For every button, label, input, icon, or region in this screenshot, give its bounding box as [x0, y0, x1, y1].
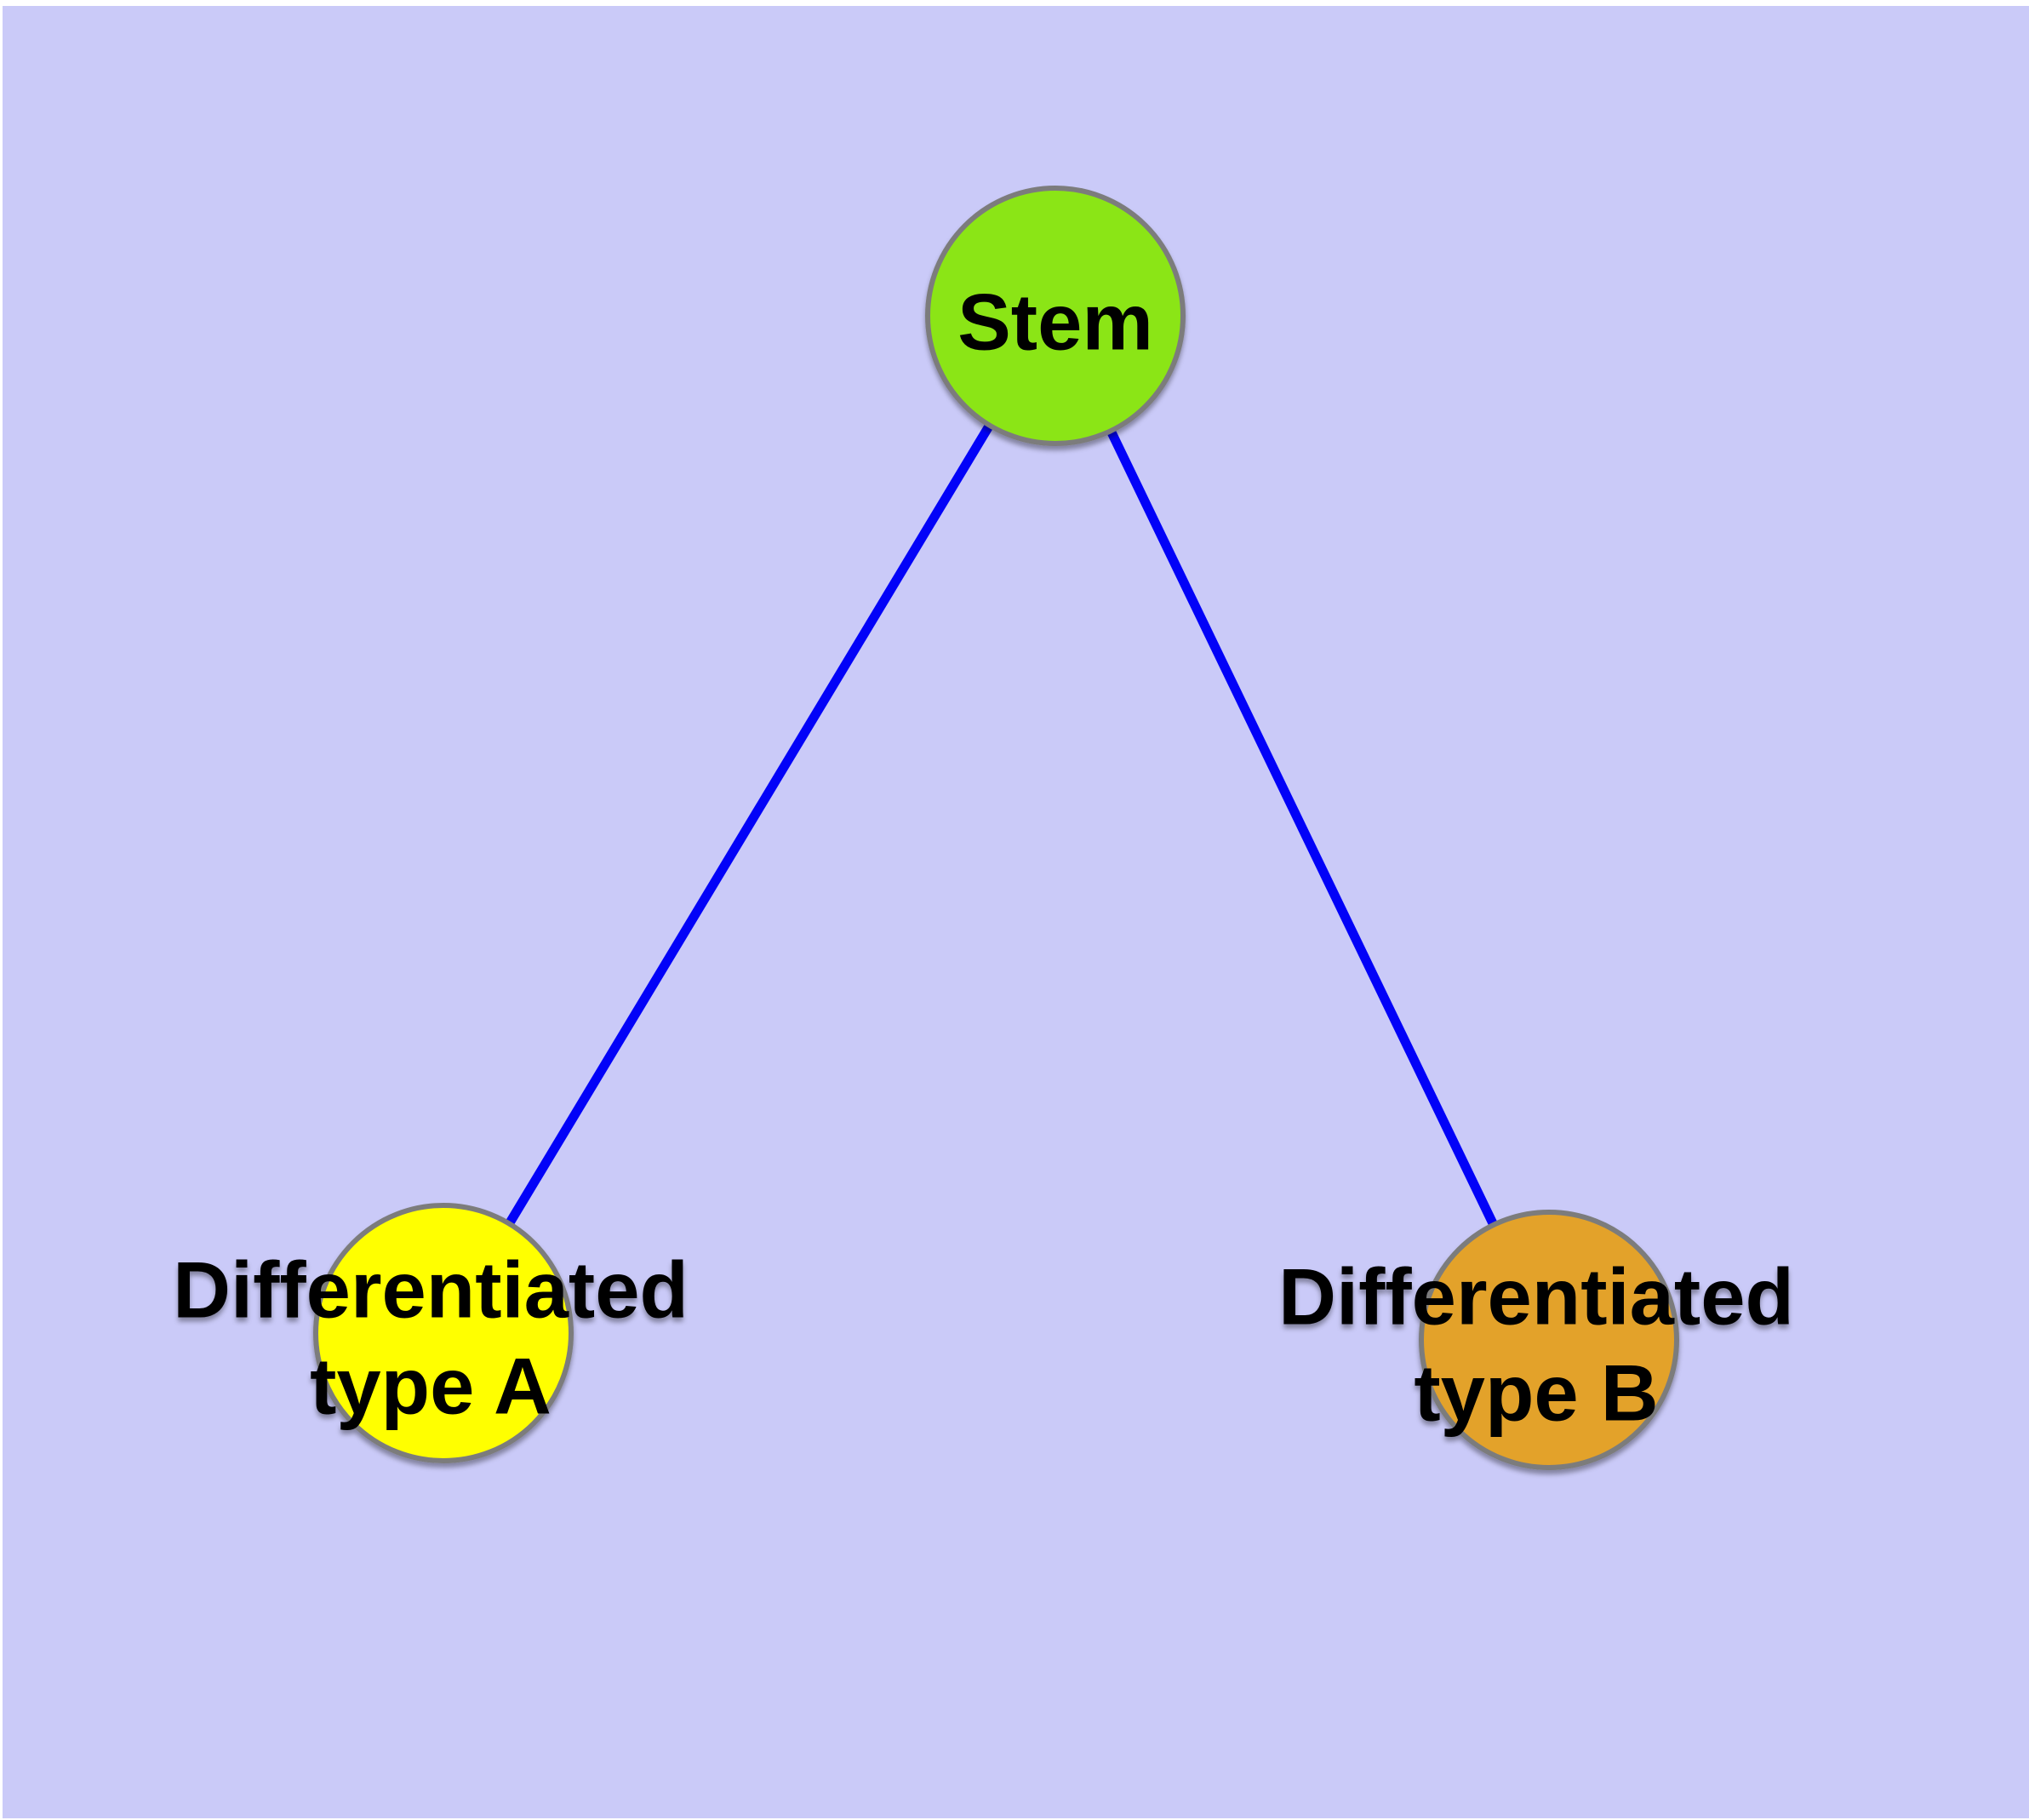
edge-stem-to-differentiated-type-a	[439, 313, 1060, 1336]
node-differentiated-type-b: Differentiated type B	[1278, 1210, 1794, 1470]
node-stem: Stem	[925, 186, 1186, 446]
node-differentiated-type-a-label-line2: type A	[310, 1342, 552, 1431]
node-differentiated-type-b-label-line1: Differentiated	[1278, 1252, 1794, 1342]
node-differentiated-type-a-circle	[313, 1203, 574, 1463]
node-stem-circle	[925, 186, 1186, 446]
node-differentiated-type-b-circle	[1419, 1210, 1679, 1470]
node-differentiated-type-b-label-line2: type B	[1414, 1348, 1658, 1438]
edge-stem-to-differentiated-type-b	[1051, 313, 1553, 1342]
node-stem-label: Stem	[957, 278, 1153, 367]
node-differentiated-type-a-label-line1: Differentiated	[173, 1245, 689, 1335]
node-differentiated-type-a: Differentiated type A	[173, 1203, 689, 1463]
